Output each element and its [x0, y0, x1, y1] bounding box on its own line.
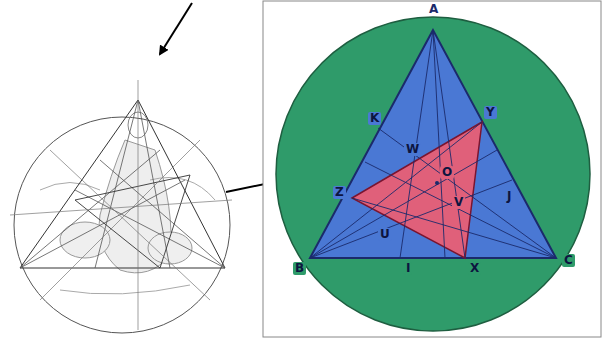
panel-frame [263, 1, 601, 337]
point-label: Z [333, 186, 346, 199]
point-label: W [404, 143, 421, 156]
point-label: X [468, 262, 481, 275]
point-label: I [404, 262, 412, 275]
outer-triangle [310, 30, 556, 258]
center-dot [435, 181, 439, 185]
madonna-sketch [10, 80, 232, 333]
point-label: K [368, 112, 381, 125]
point-label: C [562, 254, 575, 267]
point-label: U [378, 228, 392, 241]
cevian-lines [310, 30, 556, 258]
circumcircle [276, 17, 590, 331]
point-label: V [452, 196, 465, 209]
point-label: Y [484, 106, 497, 119]
point-label: A [427, 3, 440, 16]
point-label: O [440, 166, 454, 179]
pointer-arrow [160, 3, 192, 54]
point-label: B [293, 262, 306, 275]
point-label: J [505, 190, 513, 203]
